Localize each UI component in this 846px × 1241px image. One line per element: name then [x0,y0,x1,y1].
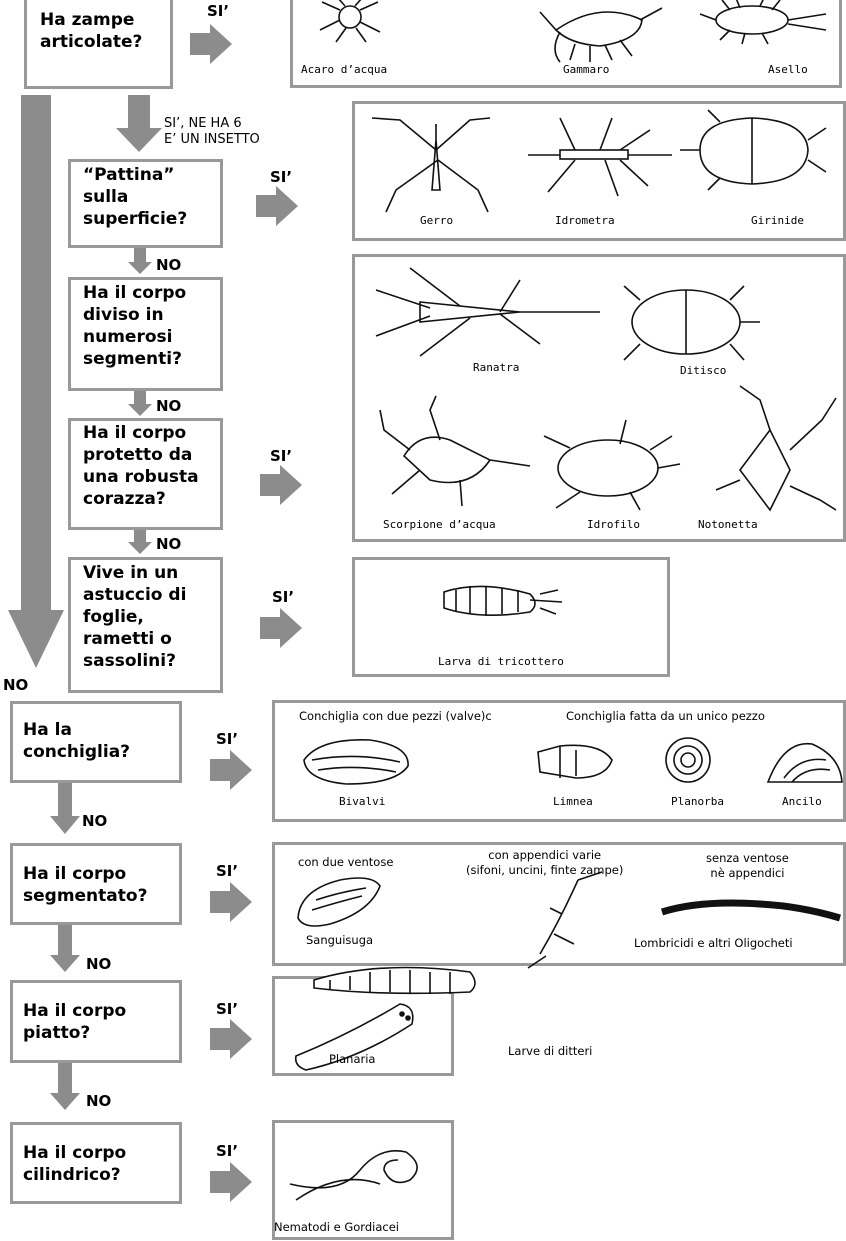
segment-heading-appendici: con appendici varie (sifoni, uncini, fin… [466,848,623,878]
sanguisuga-picture [298,878,380,926]
notonetta-picture [716,386,836,510]
ancilo-picture [768,744,842,782]
idrofilo-picture [544,420,680,510]
idrometra-picture [528,118,672,196]
organism-label: Gerro [420,214,453,227]
scorpione-picture [380,396,530,506]
organism-label: Ditisco [680,364,726,377]
organism-label: Lombricidi e altri Oligocheti [634,936,793,950]
segment-heading-ventose: con due ventose [298,855,393,869]
nematode-picture [290,1151,417,1200]
organism-label: Scorpione d’acqua [383,518,496,531]
organism-label: Idrometra [555,214,615,227]
organism-label: Notonetta [698,518,758,531]
gerro-picture [372,118,490,212]
organism-label: Larve di ditteri [508,1044,592,1058]
organism-label: Idrofilo [587,518,640,531]
organism-label: Larva di tricottero [438,655,564,668]
lombrico-picture [662,903,840,918]
organism-label: Sanguisuga [306,933,373,947]
organism-label: Acaro d’acqua [301,63,387,76]
limnea-picture [538,745,612,778]
bivalvi-picture [304,740,408,784]
organism-label: Planaria [329,1052,375,1066]
ditisco-picture [624,286,760,360]
organism-label: Nematodi e Gordiacei [274,1220,399,1234]
ranatra-picture [376,268,600,356]
planorba-picture [666,738,710,782]
organism-label: Gammaro [563,63,609,76]
organism-label: Girinide [751,214,804,227]
organism-label: Ranatra [473,361,519,374]
organism-label: Planorba [671,795,724,808]
asello-picture [700,0,826,44]
segment-heading-senza: senza ventose nè appendici [706,851,789,881]
organism-label: Asello [768,63,808,76]
girinide-picture [680,110,826,190]
organism-label: Ancilo [782,795,822,808]
acaro-picture [320,0,380,42]
organism-label: Bivalvi [339,795,385,808]
tricottero-picture [444,586,562,616]
shell-heading-one: Conchiglia fatta da un unico pezzo [566,709,765,723]
organism-label: Limnea [553,795,593,808]
shell-heading-two: Conchiglia con due pezzi (valve)c [299,709,492,723]
gammaro-picture [540,8,662,62]
